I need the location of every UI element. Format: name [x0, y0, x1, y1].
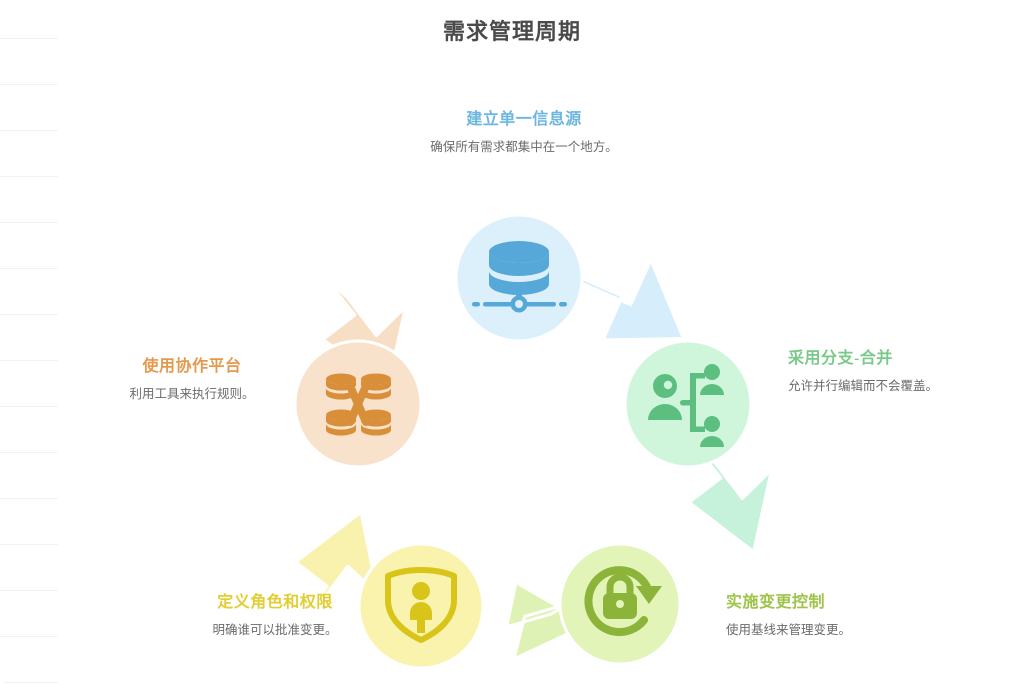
people-branch-icon — [648, 364, 724, 447]
cycle-node-branch-and-merge[interactable] — [623, 339, 753, 469]
step-label-change-control: 实施变更控制 使用基线来管理变更。 — [726, 588, 936, 639]
step-description: 确保所有需求都集中在一个地方。 — [430, 140, 618, 154]
step-title: 建立单一信息源 — [466, 111, 582, 128]
step-title: 采用分支-合并 — [788, 350, 893, 367]
step-label-roles-and-permissions: 定义角色和权限 明确谁可以批准变更。 — [160, 588, 390, 639]
step-label-branch-and-merge: 采用分支-合并 允许并行编辑而不会覆盖。 — [788, 344, 958, 395]
step-description: 利用工具来执行规则。 — [129, 387, 255, 401]
database-network-icon — [472, 241, 567, 313]
step-label-single-source-of-truth: 建立单一信息源 确保所有需求都集中在一个地方。 — [392, 105, 656, 156]
lock-refresh-icon — [584, 566, 662, 637]
arrow-source-to-branch — [572, 258, 685, 342]
step-description: 允许并行编辑而不会覆盖。 — [788, 379, 939, 393]
cycle-node-single-source-of-truth[interactable] — [454, 213, 584, 343]
linked-databases-icon — [326, 373, 391, 436]
cycle-node-change-control[interactable] — [558, 542, 682, 666]
step-description: 明确谁可以批准变更。 — [212, 623, 338, 637]
cycle-node-collaboration-platform[interactable] — [293, 339, 423, 469]
step-title: 定义角色和权限 — [217, 594, 333, 611]
cycle-node-circle — [454, 213, 584, 343]
step-description: 使用基线来管理变更。 — [726, 623, 852, 637]
step-title: 实施变更控制 — [726, 594, 826, 611]
cycle-node-roles-and-permissions[interactable] — [357, 542, 485, 670]
step-title: 使用协作平台 — [142, 358, 242, 375]
arrow-roles-to-platform — [294, 510, 380, 625]
step-label-collaboration-platform: 使用协作平台 利用工具来执行规则。 — [92, 352, 292, 403]
page-title: 需求管理周期 — [442, 19, 581, 44]
shield-person-icon — [385, 567, 457, 643]
